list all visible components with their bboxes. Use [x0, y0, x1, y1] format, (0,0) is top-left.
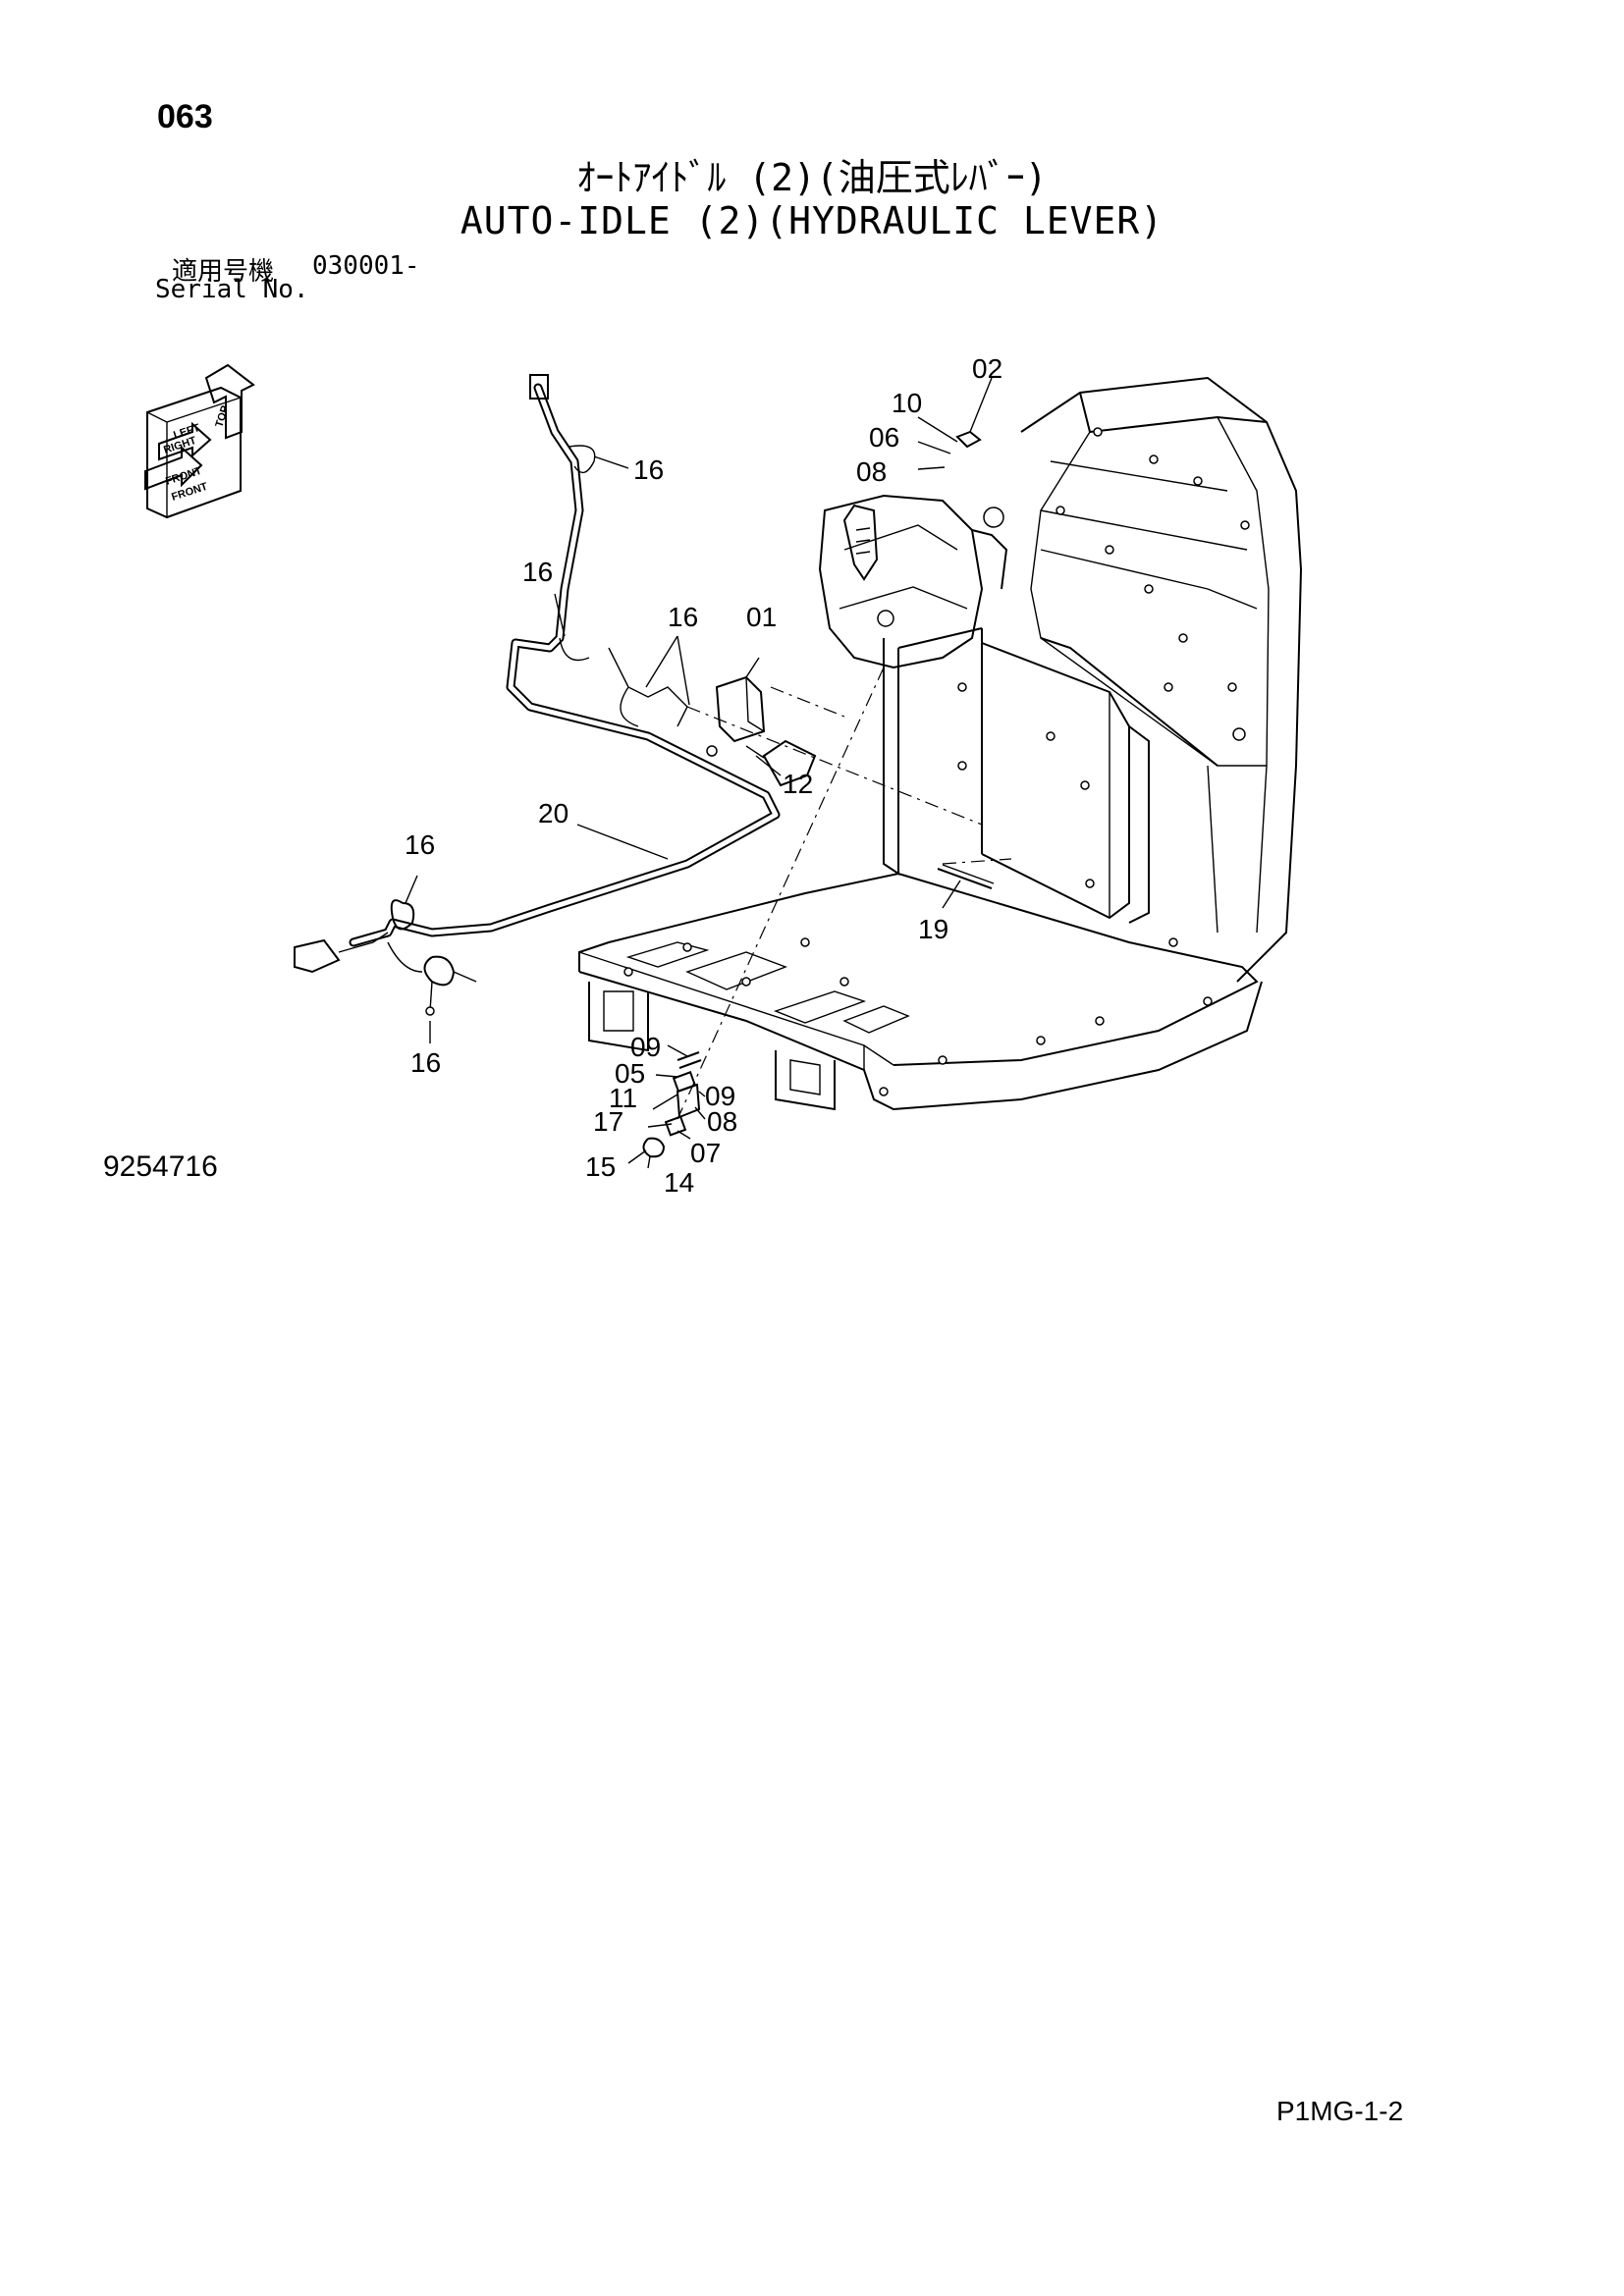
callout-07: 07	[690, 1138, 721, 1168]
callout-15: 15	[585, 1151, 616, 1182]
callout-14: 14	[664, 1167, 694, 1198]
wire-harness	[294, 374, 817, 1016]
serial-label-japanese: 適用号機	[172, 257, 275, 287]
page-code: P1MG-1-2	[1276, 2096, 1404, 2126]
callout-08-lower: 08	[707, 1106, 737, 1137]
cable-tie	[937, 864, 995, 889]
callout-12: 12	[783, 769, 813, 799]
serial-label-english: Serial No.	[155, 275, 309, 304]
callout-01: 01	[746, 602, 777, 632]
orientation-indicator: TOP LEFT RIGHT FRONT FRONT	[144, 363, 255, 519]
callout-09-upper: 09	[630, 1032, 661, 1062]
control-console	[818, 430, 1008, 669]
callout-08-upper: 08	[856, 456, 887, 487]
callout-02: 02	[972, 353, 1002, 384]
callout-labels: 02 10 06 08 16 16 16 01 12 20 16 19 16 0…	[405, 353, 1002, 1198]
assembly-centerlines	[677, 667, 1012, 1120]
cab-floor-frame	[578, 376, 1303, 1111]
title-japanese: ｵｰﾄｱｲﾄﾞﾙ (2)(油圧式ﾚﾊﾞｰ)	[576, 156, 1048, 199]
callout-16-left: 16	[522, 557, 553, 587]
page-number: 063	[157, 98, 213, 135]
callout-05: 05	[615, 1058, 645, 1089]
callout-16-top: 16	[633, 454, 664, 485]
callout-09-lower: 09	[705, 1081, 735, 1111]
title-english: AUTO-IDLE (2)(HYDRAULIC LEVER)	[460, 199, 1164, 242]
callout-16-lower-left: 16	[405, 829, 435, 860]
callout-leaders	[405, 377, 993, 1164]
orientation-top-label: TOP	[213, 404, 231, 429]
callout-16-bottom: 16	[410, 1047, 441, 1078]
callout-06: 06	[869, 422, 899, 453]
callout-19: 19	[918, 914, 948, 944]
callout-10: 10	[892, 388, 922, 418]
callout-20: 20	[538, 798, 568, 828]
callout-17: 17	[593, 1106, 623, 1137]
drawing-number: 9254716	[103, 1150, 218, 1183]
callout-11: 11	[609, 1083, 637, 1113]
serial-number-range: 030001-	[312, 251, 420, 281]
callout-16-middle: 16	[668, 602, 698, 632]
pressure-switch-hardware	[642, 1051, 702, 1169]
